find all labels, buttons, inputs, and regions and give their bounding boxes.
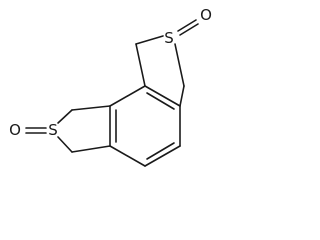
- atom-o-top: O: [200, 6, 212, 24]
- molecule-drawing: S O S O: [9, 6, 212, 167]
- bond-ring-bottom-right: [144, 145, 181, 167]
- molecule-canvas: S O S O: [0, 0, 222, 172]
- atom-s-left: S: [48, 121, 58, 139]
- bond-ch2-top-right: [179, 85, 185, 107]
- bond-left-s-upper: [57, 109, 73, 124]
- bond-ch2-left-upper: [71, 105, 111, 111]
- bond-left-s-lower: [57, 136, 73, 153]
- bond-ring-inner-bottom-right: [146, 142, 175, 160]
- bond-ring-top-left: [109, 85, 146, 107]
- atom-o-left: O: [9, 121, 21, 139]
- bond-so-top-a: [177, 19, 197, 32]
- bond-top-s-left: [135, 35, 164, 45]
- bond-ring-inner-top-right: [146, 92, 175, 110]
- atom-s-top: S: [164, 29, 174, 47]
- bond-ring-bottom-left: [109, 145, 146, 167]
- bond-so-top-b: [179, 23, 199, 36]
- bond-ch2-left-lower: [71, 145, 111, 153]
- bond-ch2-top-left: [135, 43, 146, 87]
- bond-ring-top-right: [144, 85, 181, 107]
- bond-top-s-right: [174, 43, 185, 87]
